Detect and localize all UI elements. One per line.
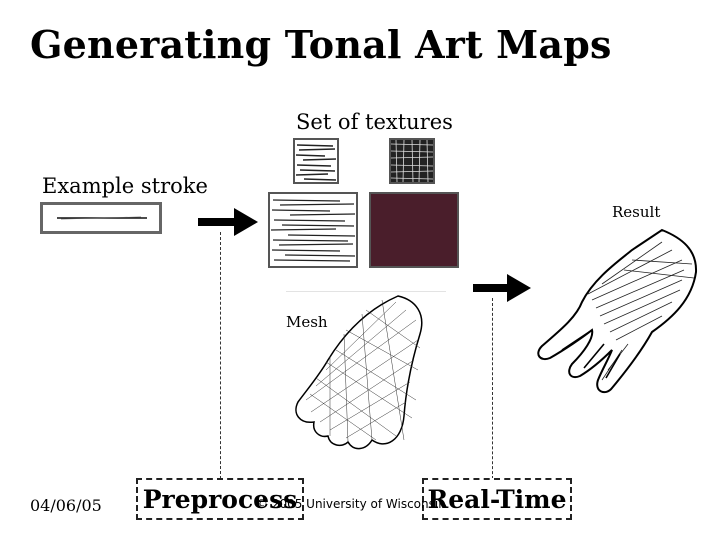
cross-hatch-pattern	[391, 140, 433, 182]
slide-title: Generating Tonal Art Maps	[30, 22, 612, 67]
stroke-sample	[43, 205, 159, 231]
arrow-icon	[473, 272, 537, 306]
footer-copyright: © 2005 University of Wisconsin	[256, 497, 446, 511]
rendered-hand-image	[532, 220, 712, 400]
set-of-textures-label: Set of textures	[296, 110, 453, 134]
dark-texture-large	[369, 192, 459, 268]
result-label: Result	[612, 203, 660, 221]
light-texture-small	[293, 138, 339, 184]
light-hatch-pattern	[295, 140, 337, 182]
example-stroke-label: Example stroke	[42, 174, 208, 198]
light-texture-large	[268, 192, 358, 268]
footer-date: 04/06/05	[30, 496, 102, 515]
realtime-connector	[492, 298, 493, 484]
dark-texture-small	[389, 138, 435, 184]
example-stroke-box	[40, 202, 162, 234]
preprocess-connector	[220, 232, 221, 484]
arrow-icon	[198, 206, 262, 240]
light-hatch-pattern-large	[270, 194, 356, 266]
mesh-hand-image	[286, 290, 456, 460]
